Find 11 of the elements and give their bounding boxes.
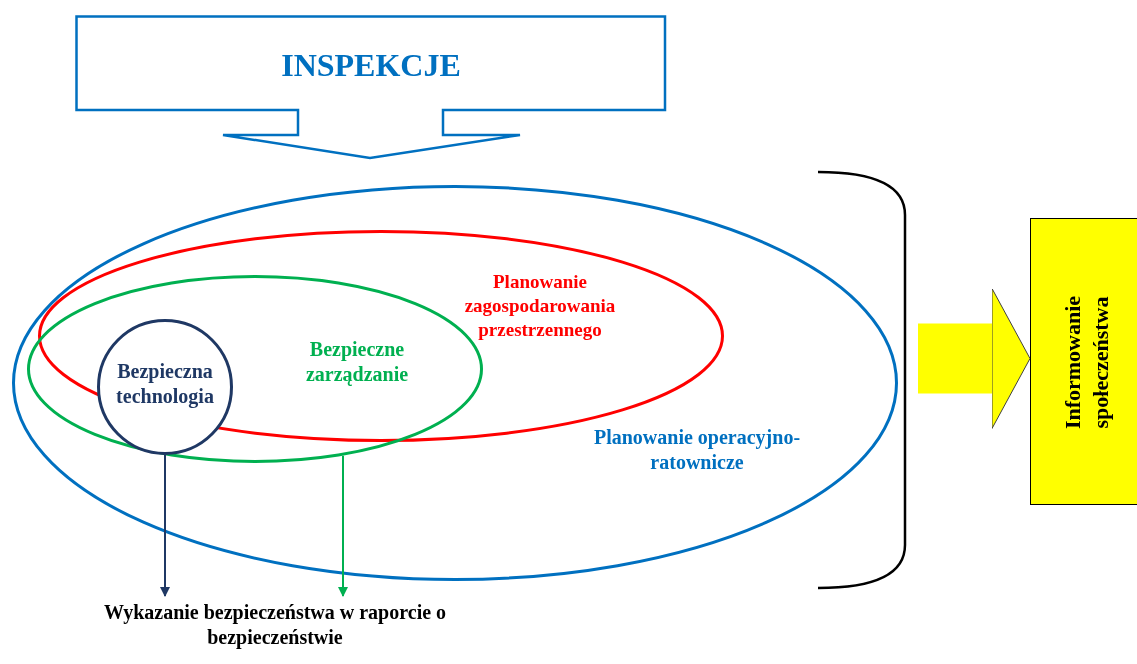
highlight-box [1030,218,1137,505]
arrow [338,454,348,597]
label-text: Planowanie zagospodarowania przestrzennego [463,270,617,342]
arrow [160,454,170,597]
block-arrow [918,288,1031,429]
label-text: Wykazanie bezpieczeństwa w raporcie o bezpieczeństwie [102,600,448,650]
label-text: Bezpieczna technologia [115,359,215,409]
label-text: Planowanie operacyjno-ratownicze [592,425,802,475]
label-text: Bezpieczne zarządzanie [304,337,410,387]
label-text: Informowanie społeczeństwa [1058,294,1114,431]
label-text: INSPEKCJE [280,46,462,85]
